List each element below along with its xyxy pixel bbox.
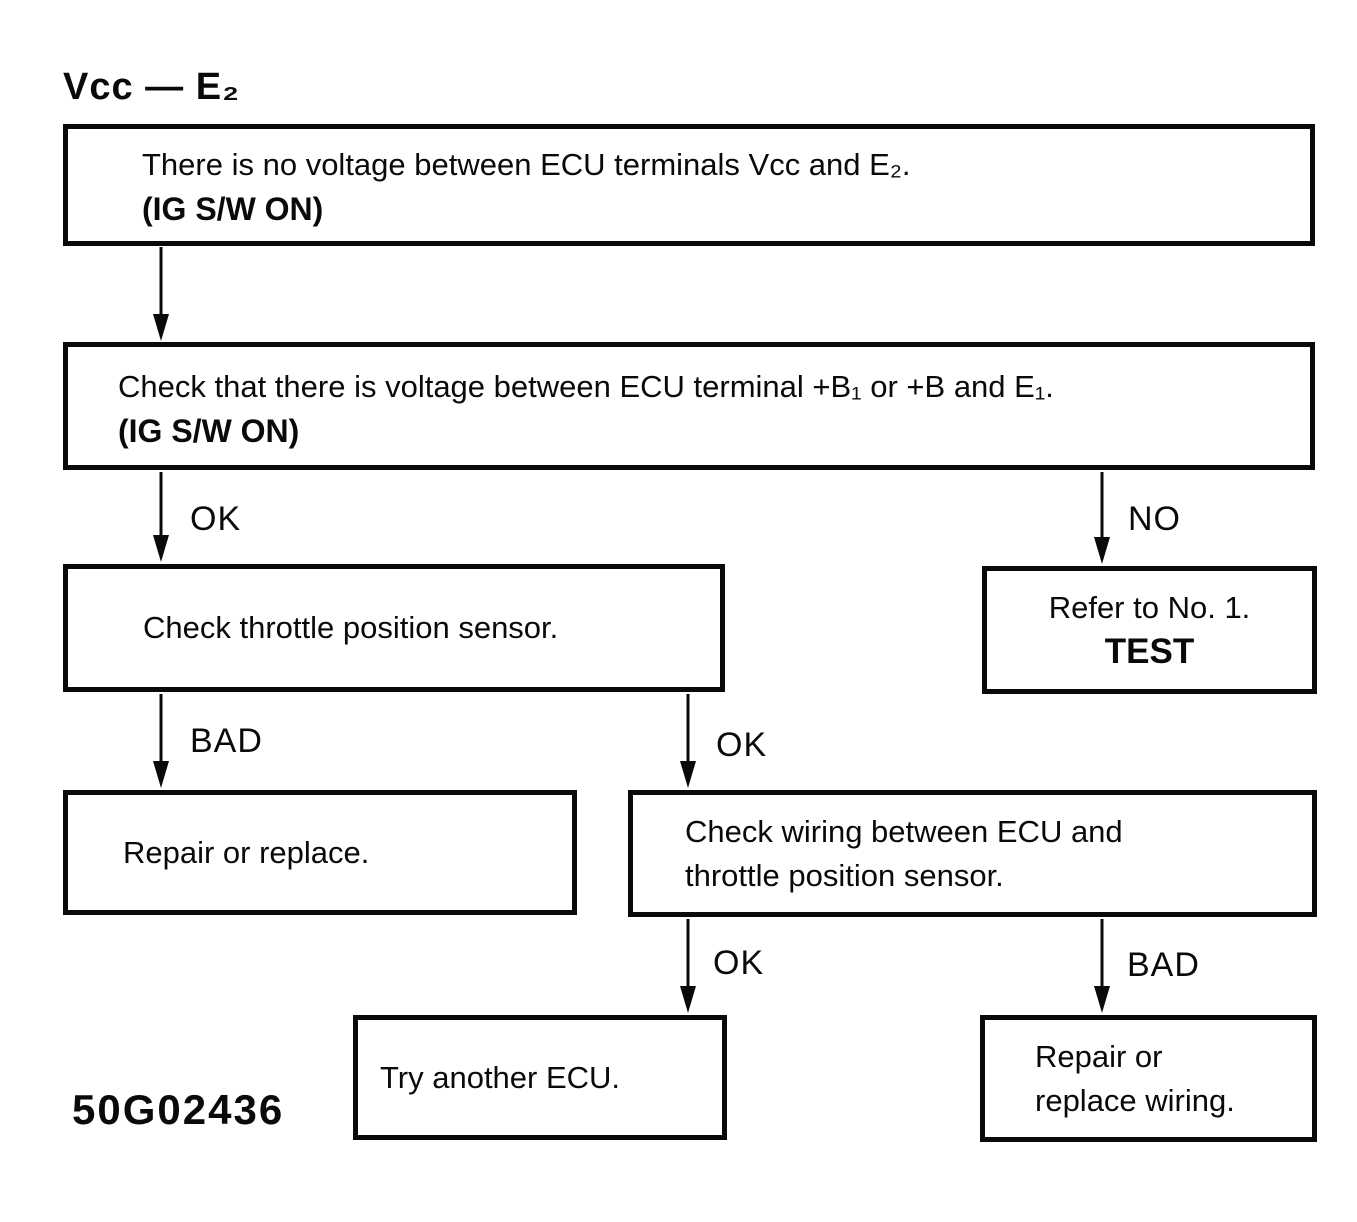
page-title: Vcc — E₂ — [63, 66, 240, 108]
edge-label-ok-3: OK — [713, 944, 765, 982]
node-repair-wiring-text: Repair or replace wiring. — [1035, 1038, 1235, 1118]
arrow-ok-to-try-ecu — [673, 919, 703, 1013]
node-repair-replace-text: Repair or replace. — [123, 834, 370, 870]
edge-label-ok-2: OK — [716, 726, 768, 764]
arrow-head-icon — [1094, 986, 1110, 1013]
node-check-voltage-text: Check that there is voltage between ECU … — [118, 369, 1054, 404]
edge-label-ok-1: OK — [190, 500, 242, 538]
node-check-voltage: Check that there is voltage between ECU … — [63, 342, 1315, 470]
arrow-no-to-refer-test — [1087, 472, 1117, 564]
arrow-head-icon — [1094, 537, 1110, 564]
arrow-head-icon — [680, 986, 696, 1013]
node-check-voltage-note: (IG S/W ON) — [118, 413, 300, 449]
arrow-line — [686, 919, 690, 989]
node-start: There is no voltage between ECU terminal… — [63, 124, 1315, 246]
node-check-wiring-text: Check wiring between ECU and throttle po… — [685, 813, 1123, 893]
node-start-text: There is no voltage between ECU terminal… — [142, 147, 911, 182]
node-refer-test-text: Refer to No. 1. — [1048, 590, 1251, 625]
arrow-line — [1100, 472, 1104, 540]
arrow-line — [686, 694, 690, 764]
arrow-head-icon — [153, 761, 169, 788]
node-check-wiring: Check wiring between ECU and throttle po… — [628, 790, 1317, 917]
node-repair-wiring: Repair or replace wiring. — [980, 1015, 1317, 1142]
node-start-note: (IG S/W ON) — [142, 191, 324, 227]
arrow-head-icon — [680, 761, 696, 788]
arrow-head-icon — [153, 535, 169, 562]
arrow-line — [159, 472, 163, 538]
arrow-ok-to-check-tps — [146, 472, 176, 562]
arrow-head-icon — [153, 314, 169, 341]
node-check-tps: Check throttle position sensor. — [63, 564, 725, 692]
edge-label-bad-1: BAD — [190, 722, 263, 760]
arrow-line — [159, 247, 163, 317]
arrow-line — [159, 694, 163, 764]
edge-label-no-1: NO — [1128, 500, 1181, 538]
node-try-ecu-text: Try another ECU. — [380, 1059, 621, 1095]
node-try-ecu: Try another ECU. — [353, 1015, 727, 1140]
node-check-tps-text: Check throttle position sensor. — [143, 610, 559, 645]
arrow-start-to-check-voltage — [146, 247, 176, 341]
arrow-ok-to-check-wiring — [673, 694, 703, 788]
arrow-bad-to-repair-replace — [146, 694, 176, 788]
node-repair-replace: Repair or replace. — [63, 790, 577, 915]
arrow-line — [1100, 919, 1104, 989]
node-refer-test: Refer to No. 1. TEST — [982, 566, 1317, 694]
edge-label-bad-2: BAD — [1127, 946, 1200, 984]
node-refer-test-note: TEST — [1104, 632, 1195, 671]
arrow-bad-to-repair-wiring — [1087, 919, 1117, 1013]
figure-code: 50G02436 — [72, 1086, 285, 1133]
